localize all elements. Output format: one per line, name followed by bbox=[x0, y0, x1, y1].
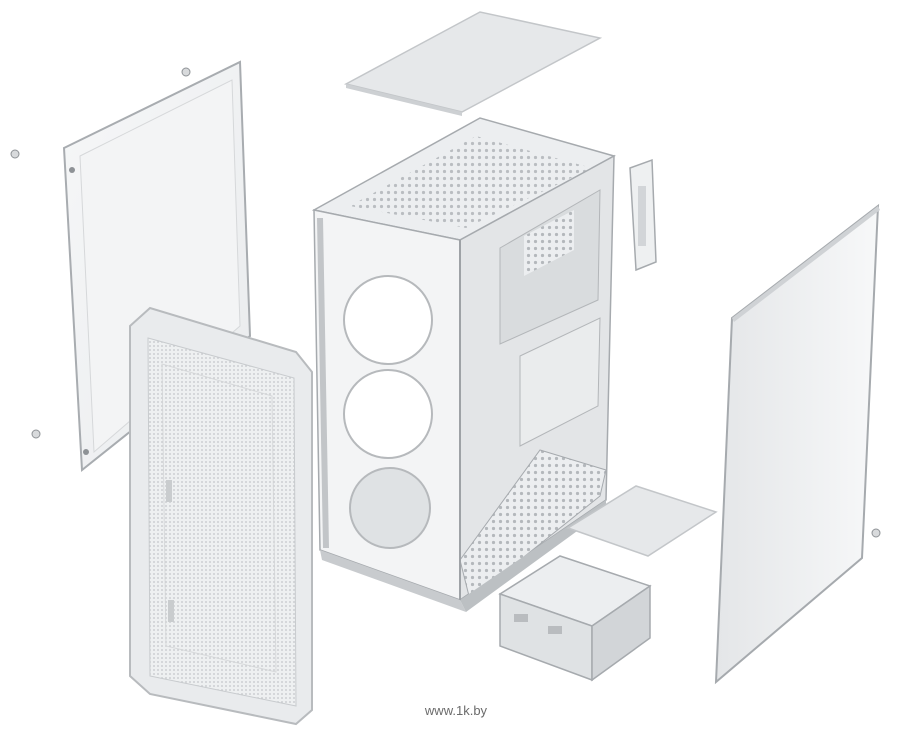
front-mesh-panel bbox=[129, 306, 313, 726]
thumb-screw-set bbox=[10, 67, 881, 538]
top-dust-filter bbox=[343, 11, 603, 116]
hdd-drive-cage bbox=[498, 555, 652, 682]
watermark-text: www.1k.by bbox=[424, 703, 488, 718]
glass-screw-hole bbox=[69, 167, 75, 173]
case-chassis bbox=[311, 117, 616, 612]
pci-slot-bracket bbox=[629, 158, 657, 272]
glass-screw-hole bbox=[83, 449, 89, 455]
solid-side-panel bbox=[714, 203, 880, 685]
bottom-dust-filter bbox=[566, 485, 718, 557]
